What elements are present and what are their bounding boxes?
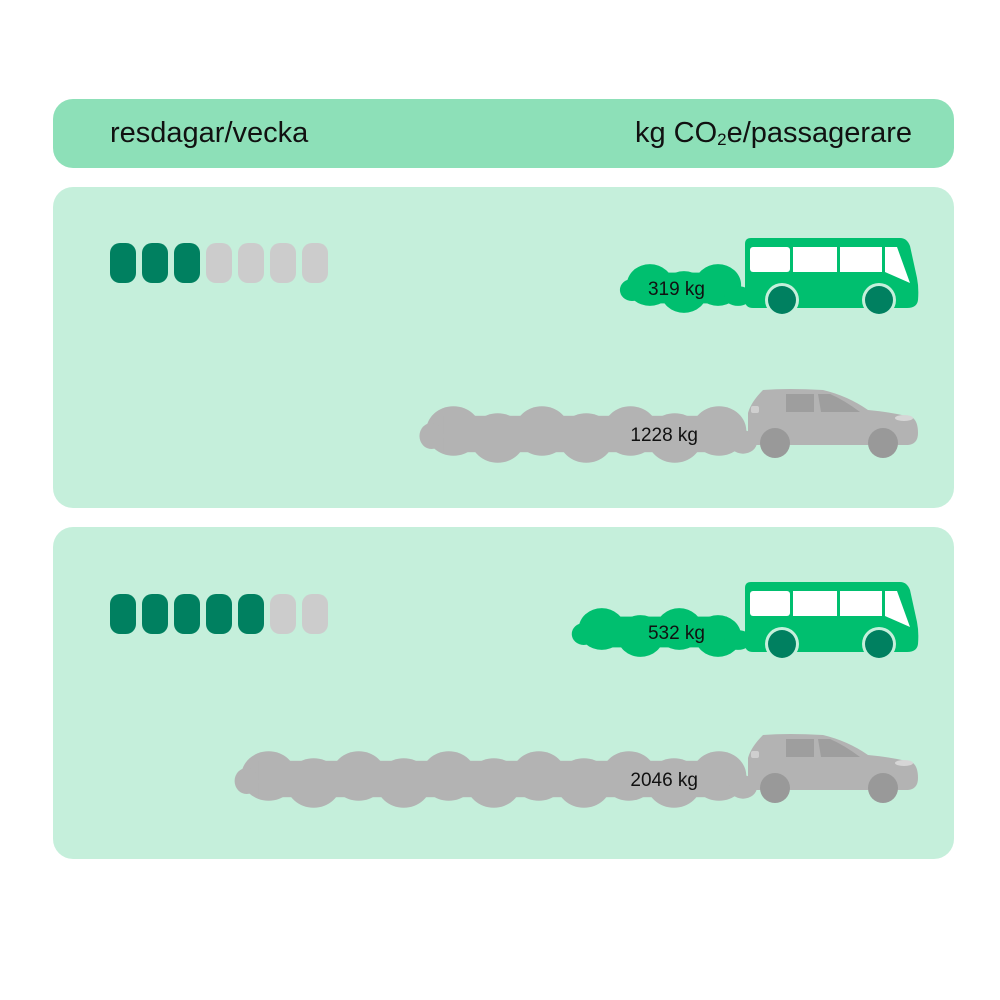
travel-day-active [174,594,200,634]
car-emission-cloud [234,751,757,808]
cloud-tail-left [234,768,259,794]
travel-day-inactive [302,243,328,283]
travel-day-active [174,243,200,283]
bus-windshield [885,247,910,283]
emissions-heading-suffix: e/passagerare [726,117,912,149]
cloud-body [258,760,730,798]
header-bar: resdagar/vecka kg CO2e/passagerare [53,99,954,168]
emissions-heading: kg CO2e/passagerare [635,117,912,150]
cloud-body [641,272,727,304]
travel-day-inactive [206,243,232,283]
bus-window [793,591,837,616]
car-window [786,739,814,757]
bus-wheel [768,630,796,658]
scenario-row-2: 532 kg 2046 kg [110,582,919,808]
bus-window [793,247,837,272]
travel-day-inactive [270,243,296,283]
bus-emission-label: 532 kg [648,623,705,644]
car-wheel [868,428,898,458]
cloud-body [443,415,730,453]
bus-window [840,591,882,616]
days-per-week-heading: resdagar/vecka [110,117,309,149]
bus-emission-label: 319 kg [648,279,705,300]
car-emission-label: 2046 kg [630,770,698,791]
car-emission-label: 1228 kg [630,425,698,446]
bus-icon [745,238,919,317]
car-window [818,739,860,757]
car-icon [748,389,918,458]
travel-day-inactive [238,243,264,283]
car-wheel [760,773,790,803]
bus-wheel [865,286,893,314]
emissions-heading-prefix: kg CO [634,117,718,149]
cloud-tail-left [419,423,444,449]
bus-windshield [885,591,910,627]
car-wheel [760,428,790,458]
bus-wheel [865,630,893,658]
travel-day-active [110,243,136,283]
bus-wheel [768,286,796,314]
car-headlight [895,760,913,766]
travel-day-inactive [302,594,328,634]
travel-day-active [142,243,168,283]
scenario-row-1: 319 kg 1228 kg [110,238,919,463]
cloud-tail-left [571,623,596,645]
travel-day-active [238,594,264,634]
travel-day-active [142,594,168,634]
car-emission-cloud [419,406,757,463]
travel-day-active [110,594,136,634]
car-taillight [751,751,759,758]
travel-day-active [206,594,232,634]
cloud-body [592,616,727,648]
car-headlight [895,415,913,421]
cloud-tail-left [619,279,644,301]
bus-window [840,247,882,272]
emissions-heading-subscript: 2 [717,130,727,149]
bus-window [750,591,790,616]
car-taillight [751,406,759,413]
bus-emission-cloud [571,608,752,657]
car-wheel [868,773,898,803]
travel-day-inactive [270,594,296,634]
bus-icon [745,582,919,661]
car-window [786,394,814,412]
car-icon [748,734,918,803]
car-window [818,394,860,412]
bus-window [750,247,790,272]
